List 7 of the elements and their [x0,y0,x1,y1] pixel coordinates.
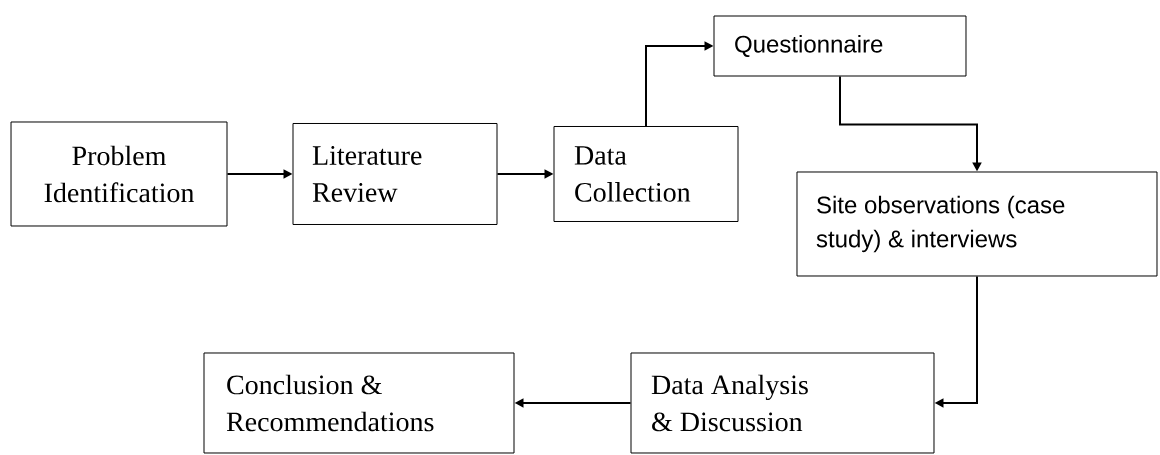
process-box: Data Analysis & Discussion [630,352,935,454]
process-box: Data Collection [553,126,739,222]
process-box: Problem Identification [10,121,228,227]
process-box: Site observations (case study) & interviews [796,171,1158,277]
process-box: Questionnaire [713,15,967,77]
process-box: Literature Review [292,123,498,225]
process-box: Conclusion & Recommendations [203,352,515,454]
